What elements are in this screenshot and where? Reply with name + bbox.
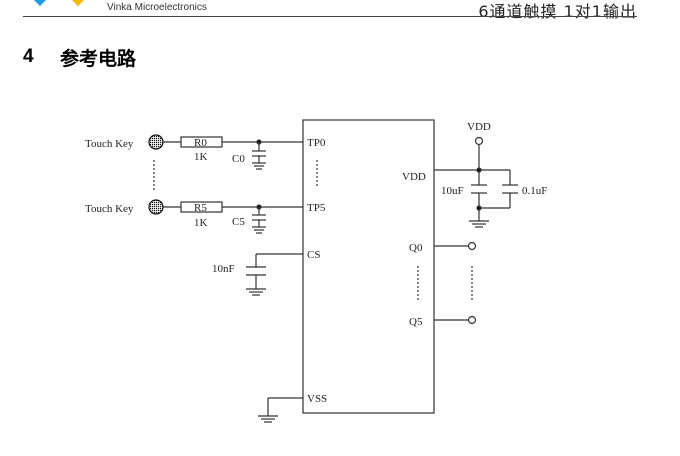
svg-text:Touch Key: Touch Key [85,138,134,150]
svg-text:TP5: TP5 [307,202,326,214]
svg-text:0.1uF: 0.1uF [522,185,547,197]
section-number: 4 [23,46,34,67]
svg-text:10nF: 10nF [212,263,235,275]
svg-text:Touch Key: Touch Key [85,203,134,215]
svg-text:R5: R5 [194,202,207,214]
vss-ground: VSS [258,393,327,423]
svg-text:1K: 1K [194,217,208,229]
svg-text:1K: 1K [194,151,208,163]
svg-text:Q5: Q5 [409,316,423,328]
touch-key-0: Touch Key R0 1K C0 TP0 [85,134,326,170]
header-divider [23,16,637,17]
cs-capacitor: 10nF CS [212,249,320,296]
output-q0: Q0 [409,241,477,254]
svg-text:C0: C0 [232,153,245,165]
touch-key-5: Touch Key R5 1K C5 TP5 [85,199,326,234]
svg-text:VDD: VDD [402,171,426,183]
section-title: 参考电路 [60,48,137,70]
svg-text:TP0: TP0 [307,137,326,149]
svg-text:VSS: VSS [307,393,327,405]
ic-chip [302,119,435,414]
svg-text:VDD: VDD [467,121,491,133]
company-name: Vinka Microelectronics [107,2,207,13]
svg-text:CS: CS [307,249,320,261]
output-q5: Q5 [409,315,477,328]
vdd-supply: VDD 10uF 0.1uF VDD [402,121,547,228]
svg-text:C5: C5 [232,216,245,228]
svg-text:Q0: Q0 [409,242,423,254]
svg-text:R0: R0 [194,137,207,149]
svg-text:10uF: 10uF [441,185,464,197]
